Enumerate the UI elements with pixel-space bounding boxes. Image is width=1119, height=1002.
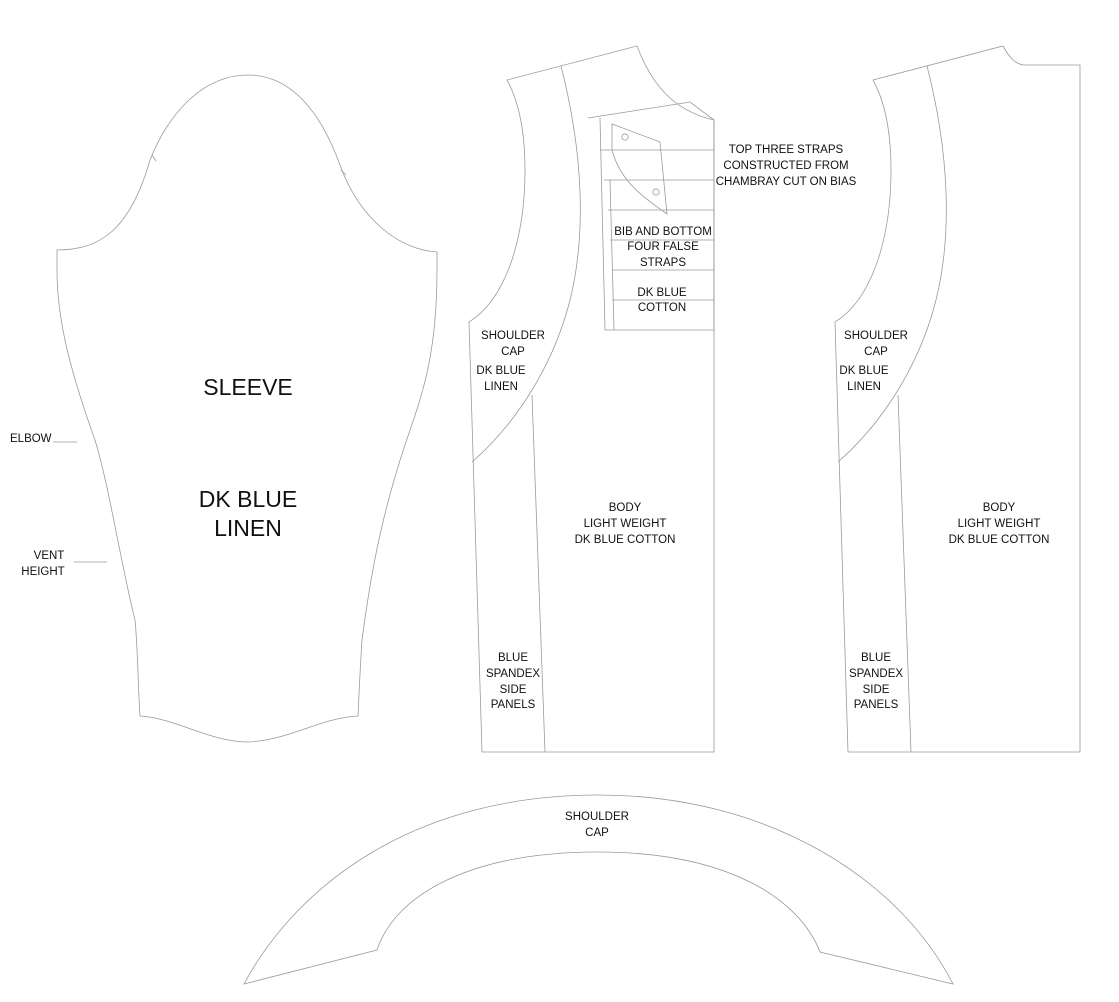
front-right-outline: [834, 45, 1081, 753]
front-right-side-panel-seam: [897, 394, 912, 753]
front-left-side-panel-label-1: BLUE: [498, 652, 528, 664]
front-right-shoulder-cap-label-1: SHOULDER: [844, 330, 908, 342]
front-left-strap-lines: [600, 149, 714, 331]
front-left-shoulder-cap-label-3: DK BLUE: [476, 365, 526, 377]
front-left-body-label-2: LIGHT WEIGHT: [584, 518, 667, 530]
bib-fabric-line-1: DK BLUE: [637, 287, 687, 299]
shoulder-cap-label-2: CAP: [585, 827, 609, 839]
front-left-button-bottom: [652, 188, 660, 196]
front-left-side-panel-label-2: SPANDEX: [486, 668, 540, 680]
front-left-bias-strap: [611, 123, 668, 215]
sleeve-notch-left: [151, 154, 157, 162]
elbow-label: ELBOW: [10, 433, 52, 445]
sleeve-fabric-line-2: LINEN: [214, 515, 282, 541]
front-right-shoulder-cap-label-4: LINEN: [847, 381, 881, 393]
front-left-shoulder-cap-label-1: SHOULDER: [481, 330, 545, 342]
front-left-outline: [468, 45, 715, 753]
front-right-body-label-3: DK BLUE COTTON: [949, 534, 1050, 546]
front-right-piece: SHOULDER CAP DK BLUE LINEN BODY LIGHT WE…: [834, 45, 1081, 753]
sleeve-fabric-line-1: DK BLUE: [199, 486, 297, 512]
front-right-side-panel-label-3: SIDE: [863, 684, 890, 696]
front-left-shoulder-cap-seam: [471, 65, 581, 463]
front-left-piece: SHOULDER CAP DK BLUE LINEN TOP THREE STR…: [468, 45, 857, 753]
vent-label-line-2: HEIGHT: [21, 566, 64, 578]
bib-fabric-line-2: COTTON: [638, 302, 686, 314]
front-left-side-panel-seam: [531, 394, 546, 753]
front-left-body-label-3: DK BLUE COTTON: [575, 534, 676, 546]
sleeve-title: SLEEVE: [203, 374, 293, 400]
bib-note-line-3: STRAPS: [640, 257, 686, 269]
front-left-shoulder-cap-label-2: CAP: [501, 346, 525, 358]
strap-note-line-1: TOP THREE STRAPS: [729, 144, 844, 156]
vent-label-line-1: VENT: [34, 550, 65, 562]
sleeve-notch-right: [340, 169, 347, 176]
front-right-body-label-1: BODY: [983, 502, 1016, 514]
front-left-shoulder-cap-label-4: LINEN: [484, 381, 518, 393]
front-right-shoulder-cap-label-2: CAP: [864, 346, 888, 358]
sleeve-outline: [56, 74, 438, 743]
sleeve-piece: SLEEVE DK BLUE LINEN ELBOW VENT HEIGHT: [10, 74, 438, 743]
front-left-side-panel-label-4: PANELS: [491, 699, 536, 711]
front-left-body-label-1: BODY: [609, 502, 642, 514]
front-right-side-panel-label-2: SPANDEX: [849, 668, 903, 680]
front-left-bib-outline: [587, 101, 715, 331]
shoulder-cap-outline: [243, 794, 954, 985]
shoulder-cap-label-1: SHOULDER: [565, 811, 629, 823]
front-right-shoulder-cap-seam: [837, 65, 947, 463]
bib-note-line-1: BIB AND BOTTOM: [614, 226, 712, 238]
front-left-side-panel-label-3: SIDE: [500, 684, 527, 696]
strap-note-line-2: CONSTRUCTED FROM: [723, 160, 848, 172]
shoulder-cap-piece: SHOULDER CAP: [243, 794, 954, 985]
front-right-side-panel-label-1: BLUE: [861, 652, 891, 664]
bib-note-line-2: FOUR FALSE: [627, 241, 699, 253]
front-right-shoulder-cap-label-3: DK BLUE: [839, 365, 889, 377]
front-right-body-label-2: LIGHT WEIGHT: [958, 518, 1041, 530]
front-right-side-panel-label-4: PANELS: [854, 699, 899, 711]
front-left-button-top: [621, 133, 629, 141]
strap-note-line-3: CHAMBRAY CUT ON BIAS: [716, 176, 857, 188]
